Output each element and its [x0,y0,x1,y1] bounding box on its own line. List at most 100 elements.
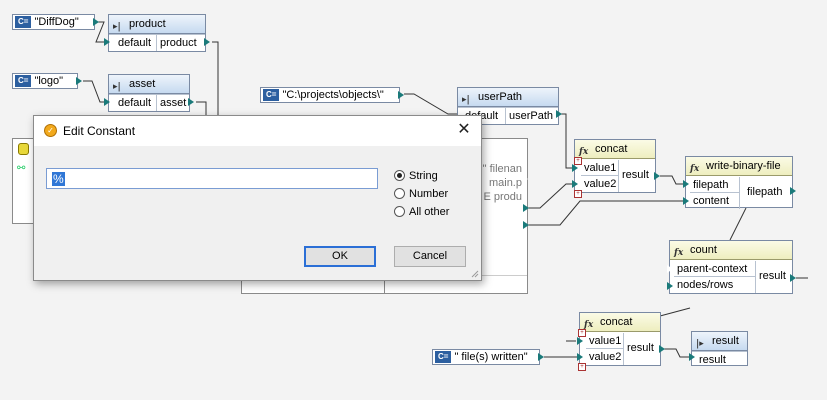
result-label: result [699,354,726,366]
constant-value-input[interactable]: % [46,168,378,189]
default-label: default [115,35,157,51]
radio-label: All other [409,206,450,218]
input-param-icon: ▸| [113,82,121,92]
radio-label: Number [409,188,449,200]
input-port[interactable] [683,180,689,188]
value2-label: value2 [581,176,619,192]
constant-files-written[interactable]: C=" file(s) written" [432,349,540,365]
app-icon: ✓ [44,124,57,137]
input-param-icon: ▸| [462,95,470,105]
input-port[interactable] [572,180,578,188]
constant-diffdog[interactable]: C="DiffDog" [12,14,95,30]
input-param-icon: ▸| [113,22,121,32]
node-title: asset [129,78,156,90]
output-port[interactable] [790,187,796,195]
node-result[interactable]: |▸ result result [691,331,748,366]
partial-text-1: " filenan [482,163,522,175]
function-icon: fx [579,147,589,157]
node-title: concat [600,316,633,328]
asset-label: asset [160,97,187,109]
input-port[interactable] [577,337,583,345]
node-title: count [690,244,717,256]
function-icon: fx [690,164,700,174]
constant-value: "DiffDog" [34,16,79,28]
constant-projects-path[interactable]: C="C:\projects\objects\" [260,87,400,103]
db-icon [18,143,29,155]
constant-icon: C= [15,16,32,28]
filepath-out-label: filepath [747,186,783,198]
output-port[interactable] [93,18,99,26]
resize-grip-icon[interactable] [471,270,479,278]
output-port[interactable] [188,98,194,106]
output-port[interactable] [204,38,210,46]
add-input-icon[interactable]: + [574,157,582,165]
add-input-icon[interactable]: + [578,329,586,337]
output-port[interactable] [522,175,528,183]
nodes-rows-label: nodes/rows [674,277,756,293]
node-title: product [129,18,166,30]
function-icon: fx [674,248,684,258]
partial-text-2: main.p [488,177,522,189]
value1-label: value1 [581,160,619,176]
node-title: concat [595,143,628,155]
content-label: content [690,193,740,209]
node-title: result [712,335,739,347]
constant-value: " file(s) written" [454,351,528,363]
filepath-in-label: filepath [690,177,740,193]
input-port[interactable] [104,98,110,106]
output-port[interactable] [556,110,562,118]
radio-unselected-icon [394,188,405,199]
output-param-icon: |▸ [696,339,704,349]
parent-context-label: parent-context [674,261,756,277]
add-input-icon[interactable]: + [574,190,582,198]
output-port[interactable] [659,345,665,353]
constant-icon: C= [15,75,32,87]
radio-selected-icon [394,170,405,181]
input-port[interactable] [689,353,695,361]
input-port[interactable] [572,164,578,172]
input-port[interactable] [577,353,583,361]
constant-value: "C:\projects\objects\" [282,89,384,101]
input-port[interactable] [104,38,110,46]
add-input-icon[interactable]: + [578,363,586,371]
radio-unselected-icon [394,206,405,217]
radio-label: String [409,170,438,182]
constant-icon: C= [435,351,452,363]
value2-label: value2 [586,349,624,365]
node-title: userPath [478,91,523,103]
divider [384,275,385,293]
output-port[interactable] [790,274,796,282]
constant-icon: C= [263,89,280,101]
close-icon[interactable]: ✕ [457,121,471,138]
function-icon: fx [584,320,594,330]
node-concat-1[interactable]: fx concat value1 value2 result [574,139,656,193]
output-port[interactable] [654,172,660,180]
input-port[interactable] [667,282,673,290]
default-label: default [115,95,157,111]
constant-logo[interactable]: C="logo" [12,73,78,89]
input-port[interactable] [683,197,689,205]
ok-button[interactable]: OK [304,246,376,267]
result-label: result [622,169,649,181]
input-value: % [52,172,65,186]
product-label: product [160,37,197,49]
dialog-titlebar[interactable]: ✓ Edit Constant ✕ [34,116,481,146]
output-port[interactable] [523,204,529,212]
node-title: write-binary-file [706,160,781,172]
cancel-button[interactable]: Cancel [394,246,466,267]
node-userpath[interactable]: ▸|userPath defaultuserPath [457,87,559,125]
output-port[interactable] [398,91,404,99]
node-write-binary-file[interactable]: fx write-binary-file filepath content fil… [685,156,793,209]
output-port[interactable] [76,77,82,85]
value1-label: value1 [586,333,624,349]
output-port[interactable] [538,353,544,361]
input-port[interactable] [667,265,673,273]
result-label: result [759,270,786,282]
edit-constant-dialog[interactable]: ✓ Edit Constant ✕ % String Number All ot… [33,115,482,281]
output-port[interactable] [523,221,529,229]
